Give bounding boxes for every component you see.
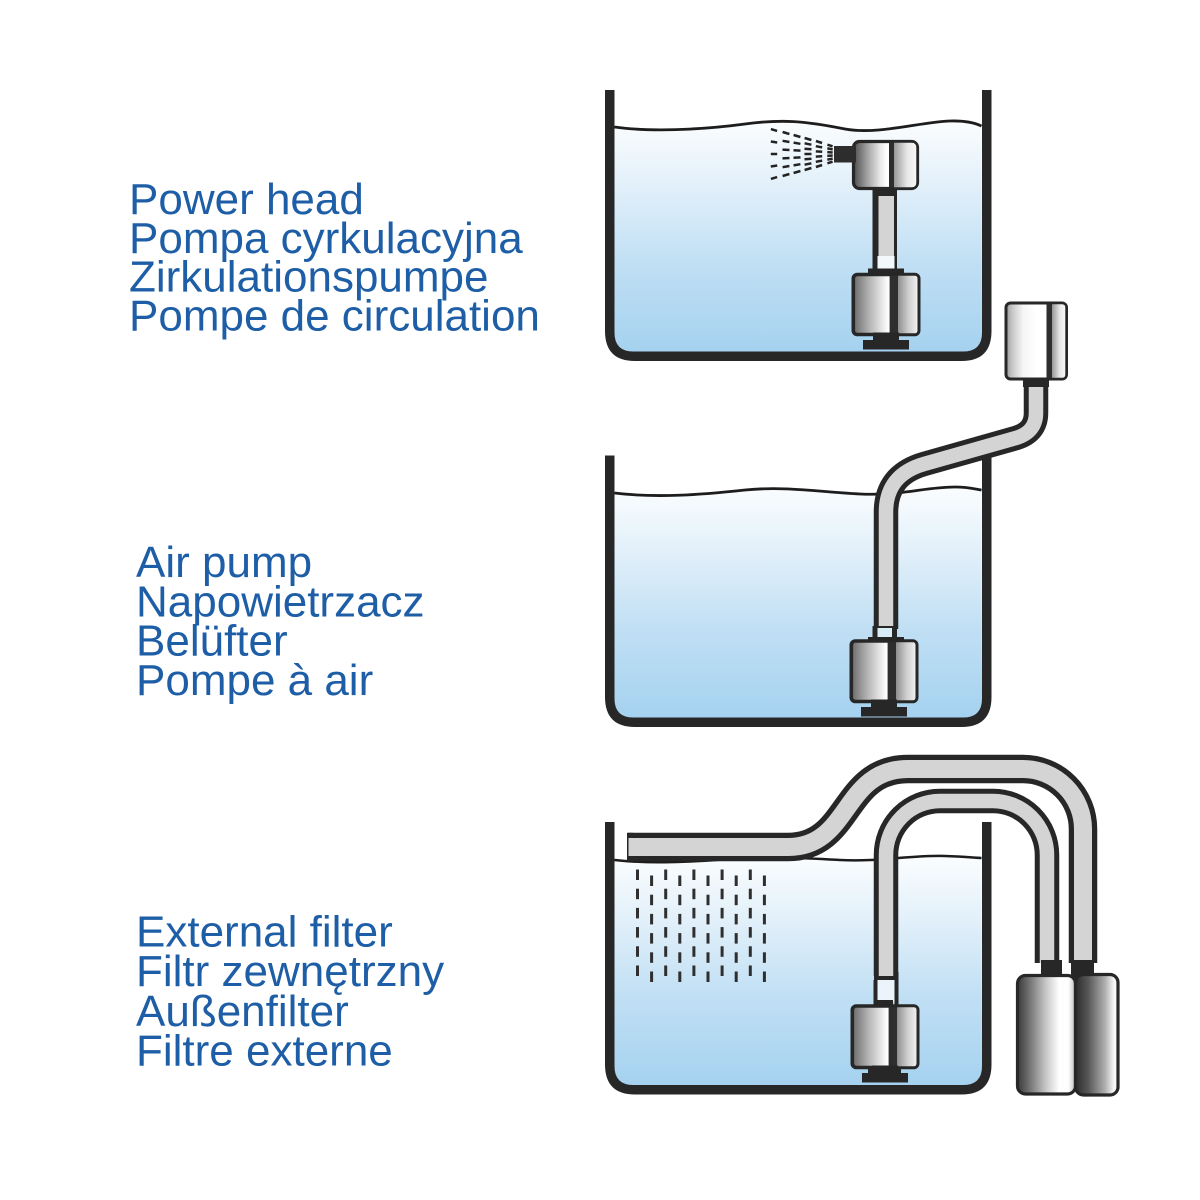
svg-text:Filtr zewnętrzny: Filtr zewnętrzny <box>136 947 444 996</box>
svg-text:Filtre externe: Filtre externe <box>136 1027 393 1076</box>
svg-text:Außenfilter: Außenfilter <box>136 987 349 1036</box>
svg-text:Pompe à air: Pompe à air <box>136 656 373 705</box>
svg-text:Pompa cyrkulacyjna: Pompa cyrkulacyjna <box>129 214 523 263</box>
svg-text:Pompe de circulation: Pompe de circulation <box>129 291 540 340</box>
svg-text:Zirkulationspumpe: Zirkulationspumpe <box>129 253 489 302</box>
svg-text:External filter: External filter <box>136 908 393 957</box>
svg-text:Power head: Power head <box>129 175 364 224</box>
svg-text:Belüfter: Belüfter <box>136 617 288 666</box>
svg-text:Napowietrzacz: Napowietrzacz <box>136 577 425 626</box>
svg-text:Air pump: Air pump <box>136 538 312 587</box>
